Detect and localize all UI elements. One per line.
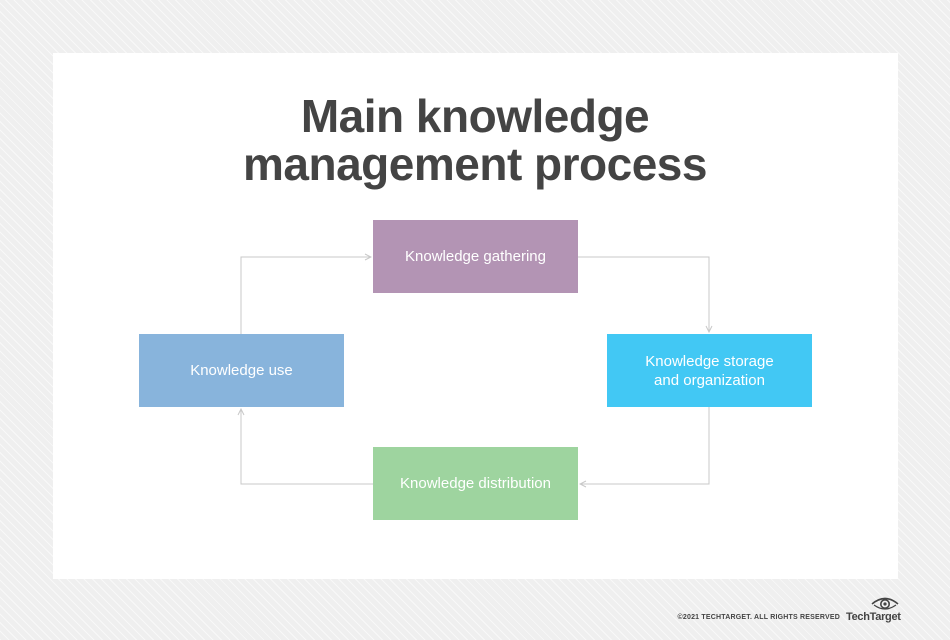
diagram-title: Main knowledge management process [0, 92, 950, 188]
title-line-1: Main knowledge [300, 90, 650, 142]
connector-gathering-to-storage [578, 256, 709, 332]
eye-icon [871, 597, 899, 610]
connector-storage-to-distribution [580, 407, 710, 484]
logo-wordmark: TechTarget [846, 611, 901, 623]
node-knowledge-use: Knowledge use [139, 334, 344, 407]
node-label-use: Knowledge use [190, 362, 293, 379]
node-knowledge-storage: Knowledge storage and organization [607, 334, 812, 407]
title-line-2: management process [243, 138, 707, 190]
connector-use-to-gathering [240, 257, 371, 334]
copyright-notice: ©2021 TECHTARGET. ALL RIGHTS RESERVED [677, 614, 840, 621]
node-label-distribution: Knowledge distribution [400, 475, 551, 492]
connector-distribution-to-use [241, 409, 373, 485]
node-knowledge-gathering: Knowledge gathering [373, 220, 578, 293]
node-knowledge-distribution: Knowledge distribution [373, 447, 578, 520]
node-label-storage: Knowledge storage and organization [645, 352, 774, 389]
techtarget-logo: TechTarget [846, 596, 902, 626]
node-label-gathering: Knowledge gathering [405, 248, 546, 265]
